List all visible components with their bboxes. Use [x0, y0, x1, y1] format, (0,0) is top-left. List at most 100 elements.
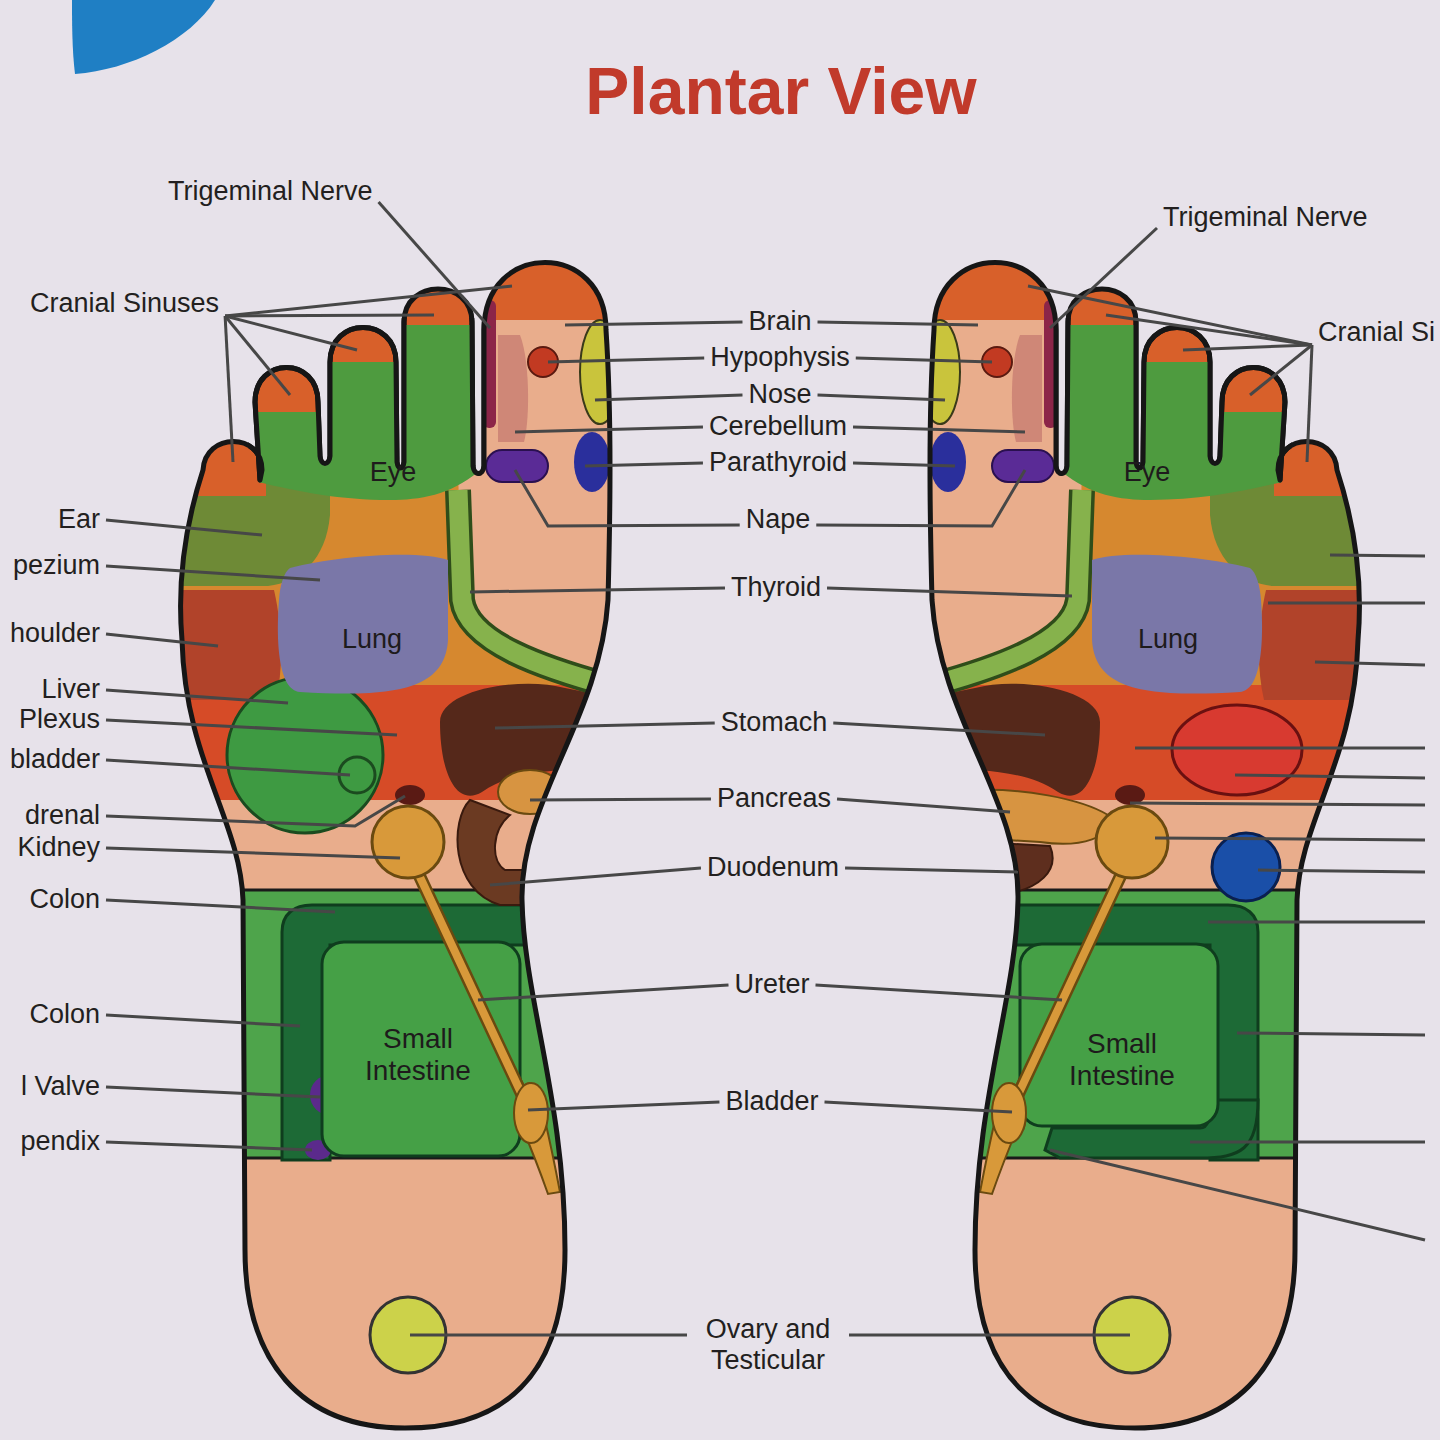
leader-line — [225, 286, 512, 316]
region-shape — [1080, 540, 1270, 705]
foot-shape — [258, 325, 478, 500]
leader-line — [853, 427, 1025, 432]
foot-shape — [227, 677, 562, 1160]
foot-shape — [486, 450, 548, 482]
part-label: Thyroid — [731, 572, 821, 603]
part-label: Cerebellum — [709, 411, 847, 442]
leader-line — [1250, 345, 1312, 395]
foot-shape — [1268, 602, 1425, 605]
foot-shape — [1062, 325, 1282, 500]
part-label: Ureter — [734, 969, 809, 1000]
foot-shape — [372, 806, 444, 878]
part-label: bladder — [10, 744, 100, 775]
part-label: Liver — [41, 674, 100, 705]
foot-shape — [322, 942, 520, 1156]
foot-shape — [278, 555, 448, 694]
foot-shape — [458, 800, 545, 905]
region-label: Eye — [1124, 457, 1171, 488]
foot-shape — [1092, 555, 1262, 694]
foot-shape — [580, 320, 620, 424]
part-label: Plexus — [19, 704, 100, 735]
leader-line — [1106, 315, 1312, 345]
foot-shape — [1155, 838, 1425, 840]
leader-line — [106, 566, 320, 580]
foot-shape — [1062, 325, 1282, 500]
region-label: Small Intestine — [1057, 1028, 1187, 1092]
leader-line — [515, 427, 703, 432]
foot-shape — [514, 1083, 530, 1143]
leader-line — [528, 1102, 719, 1110]
body-region: Lung — [1080, 540, 1270, 705]
leader-line — [1183, 345, 1312, 350]
leader-line — [856, 358, 992, 362]
leader-line — [837, 799, 1010, 812]
foot-shape — [282, 905, 560, 1160]
leader-line — [106, 1015, 300, 1026]
foot-shape — [1237, 1033, 1425, 1035]
leader-line — [818, 322, 978, 325]
foot-shape — [1190, 1141, 1425, 1144]
foot-shape — [248, 318, 482, 503]
part-label: Parathyroid — [709, 447, 847, 478]
part-label: Nape — [746, 504, 811, 535]
leader-line — [595, 395, 742, 400]
leader-line — [379, 202, 490, 328]
leader-line — [1028, 286, 1312, 345]
foot-shape — [910, 240, 1370, 1428]
region-label: Eye — [370, 457, 417, 488]
leader-line — [106, 1142, 312, 1150]
leader-line — [106, 634, 218, 646]
foot-shape — [930, 263, 1359, 1429]
body-region: Small Intestine — [1012, 940, 1222, 1130]
foot-shape — [1050, 1150, 1425, 1240]
leader-line — [225, 316, 233, 462]
part-label: Hypophysis — [710, 342, 850, 373]
leader-line — [490, 868, 701, 885]
part-label: houlder — [10, 618, 100, 649]
leader-line — [827, 588, 1072, 596]
leader-line — [845, 868, 1018, 872]
foot-shape — [181, 263, 610, 1429]
leader-line — [1307, 345, 1312, 462]
foot-shape — [248, 318, 482, 503]
part-label: Ear — [58, 504, 100, 535]
foot-shape — [170, 470, 625, 700]
foot-shape — [395, 785, 425, 805]
foot-shape — [1330, 555, 1425, 556]
foot-shape — [181, 263, 610, 1429]
foot-shape — [72, 0, 215, 74]
leader-line — [548, 358, 704, 362]
leader-line — [106, 720, 397, 735]
leader-line — [106, 848, 400, 858]
foot-shape — [278, 555, 448, 694]
part-label: Nose — [748, 379, 811, 410]
foot-shape — [1058, 318, 1292, 503]
foot-shape — [1315, 662, 1425, 665]
region-shape — [248, 318, 482, 503]
foot-shape — [1212, 833, 1280, 901]
part-label: Cranial Si — [1318, 317, 1435, 348]
leader-line — [470, 588, 725, 592]
foot-shape — [975, 705, 1302, 1158]
foot-shape — [1092, 555, 1262, 694]
region-label: Small Intestine — [353, 1023, 483, 1087]
leader-line — [106, 520, 262, 535]
foot-shape — [1258, 870, 1425, 872]
leader-line — [818, 395, 945, 400]
leader-line — [495, 723, 715, 728]
body-region: Eye — [248, 318, 482, 503]
foot-shape — [181, 263, 610, 1429]
part-label: Kidney — [17, 832, 100, 863]
region-shape — [270, 540, 460, 705]
part-label: Trigeminal Nerve — [1163, 202, 1368, 233]
foot-shape — [574, 432, 610, 492]
body-region: Lung — [270, 540, 460, 705]
leader-line — [106, 796, 405, 826]
part-label: Trigeminal Nerve — [168, 176, 373, 207]
leader-line — [1050, 228, 1157, 328]
leader-line — [833, 723, 1045, 735]
leader-line — [515, 470, 740, 526]
foot-shape — [1235, 775, 1425, 778]
leader-line — [585, 463, 703, 466]
leader-line — [825, 1102, 1012, 1112]
